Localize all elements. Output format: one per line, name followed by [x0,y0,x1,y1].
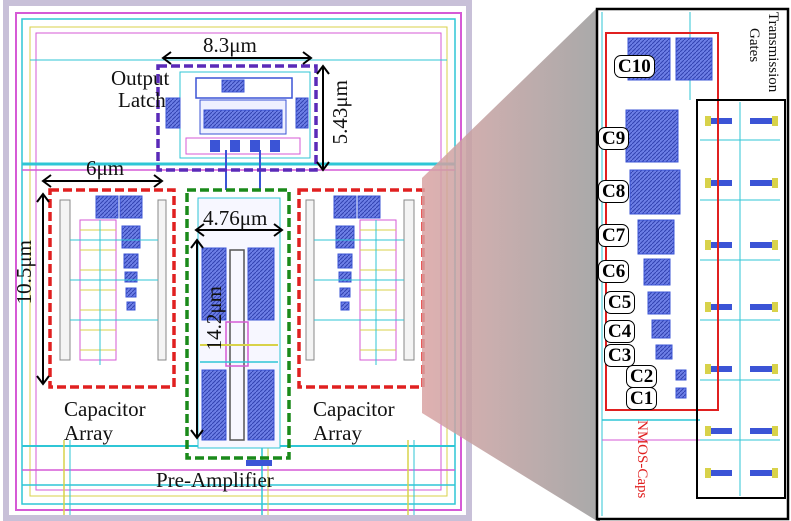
output-latch-label-line1: Output [111,66,170,90]
capacitor-array-left-box [48,188,176,389]
zoom-panel [595,7,790,521]
nmos-caps-box [605,32,719,411]
capacitor-array-right-label-line1: Capacitor [313,397,395,421]
capacitor-label-c5: C5 [604,291,636,314]
capacitor-label-c10: C10 [614,55,655,78]
capacitor-array-right-layout [305,195,415,365]
pre-amplifier-box [185,188,291,460]
output-latch-label-line2: Latch [118,88,166,112]
latch-height-dimension: 5.43μm [328,80,352,145]
transmission-gates-box [696,99,786,499]
nmos-caps-label: NMOS-Caps [634,420,650,499]
output-latch-box [156,64,318,172]
pre-amplifier-layout [197,197,281,466]
transmission-gates-label-line2: Gates [746,28,762,63]
dimension-arrows [36,51,330,440]
pre-amplifier-label: Pre-Amplifier [156,468,274,492]
capacitor-label-c7: C7 [598,224,630,247]
capacitor-width-dimension: 6μm [86,156,125,180]
capacitor-label-c4: C4 [604,320,636,343]
capacitor-label-c3: C3 [604,344,636,367]
output-latch-layout [165,71,311,190]
capacitor-array-left-label-line2: Array [64,421,113,445]
preamp-height-dimension: 14.2μm [202,286,226,351]
preamp-width-dimension: 4.76μm [203,206,268,230]
capacitor-label-c6: C6 [598,260,630,283]
latch-width-dimension: 8.3μm [203,33,257,57]
capacitor-array-right-label-line2: Array [313,421,362,445]
capacitor-label-c2: C2 [626,365,658,388]
chip-layout [3,0,472,521]
zoom-wedge [422,8,597,521]
capacitor-label-c8: C8 [598,180,630,203]
capacitor-array-left-layout [59,195,167,365]
capacitor-array-left-label-line1: Capacitor [64,397,146,421]
capacitor-height-dimension: 10.5μm [12,240,36,305]
capacitor-label-c1: C1 [626,387,658,410]
transmission-gates-label-line1: Transmission [765,12,781,93]
capacitor-label-c9: C9 [598,127,630,150]
